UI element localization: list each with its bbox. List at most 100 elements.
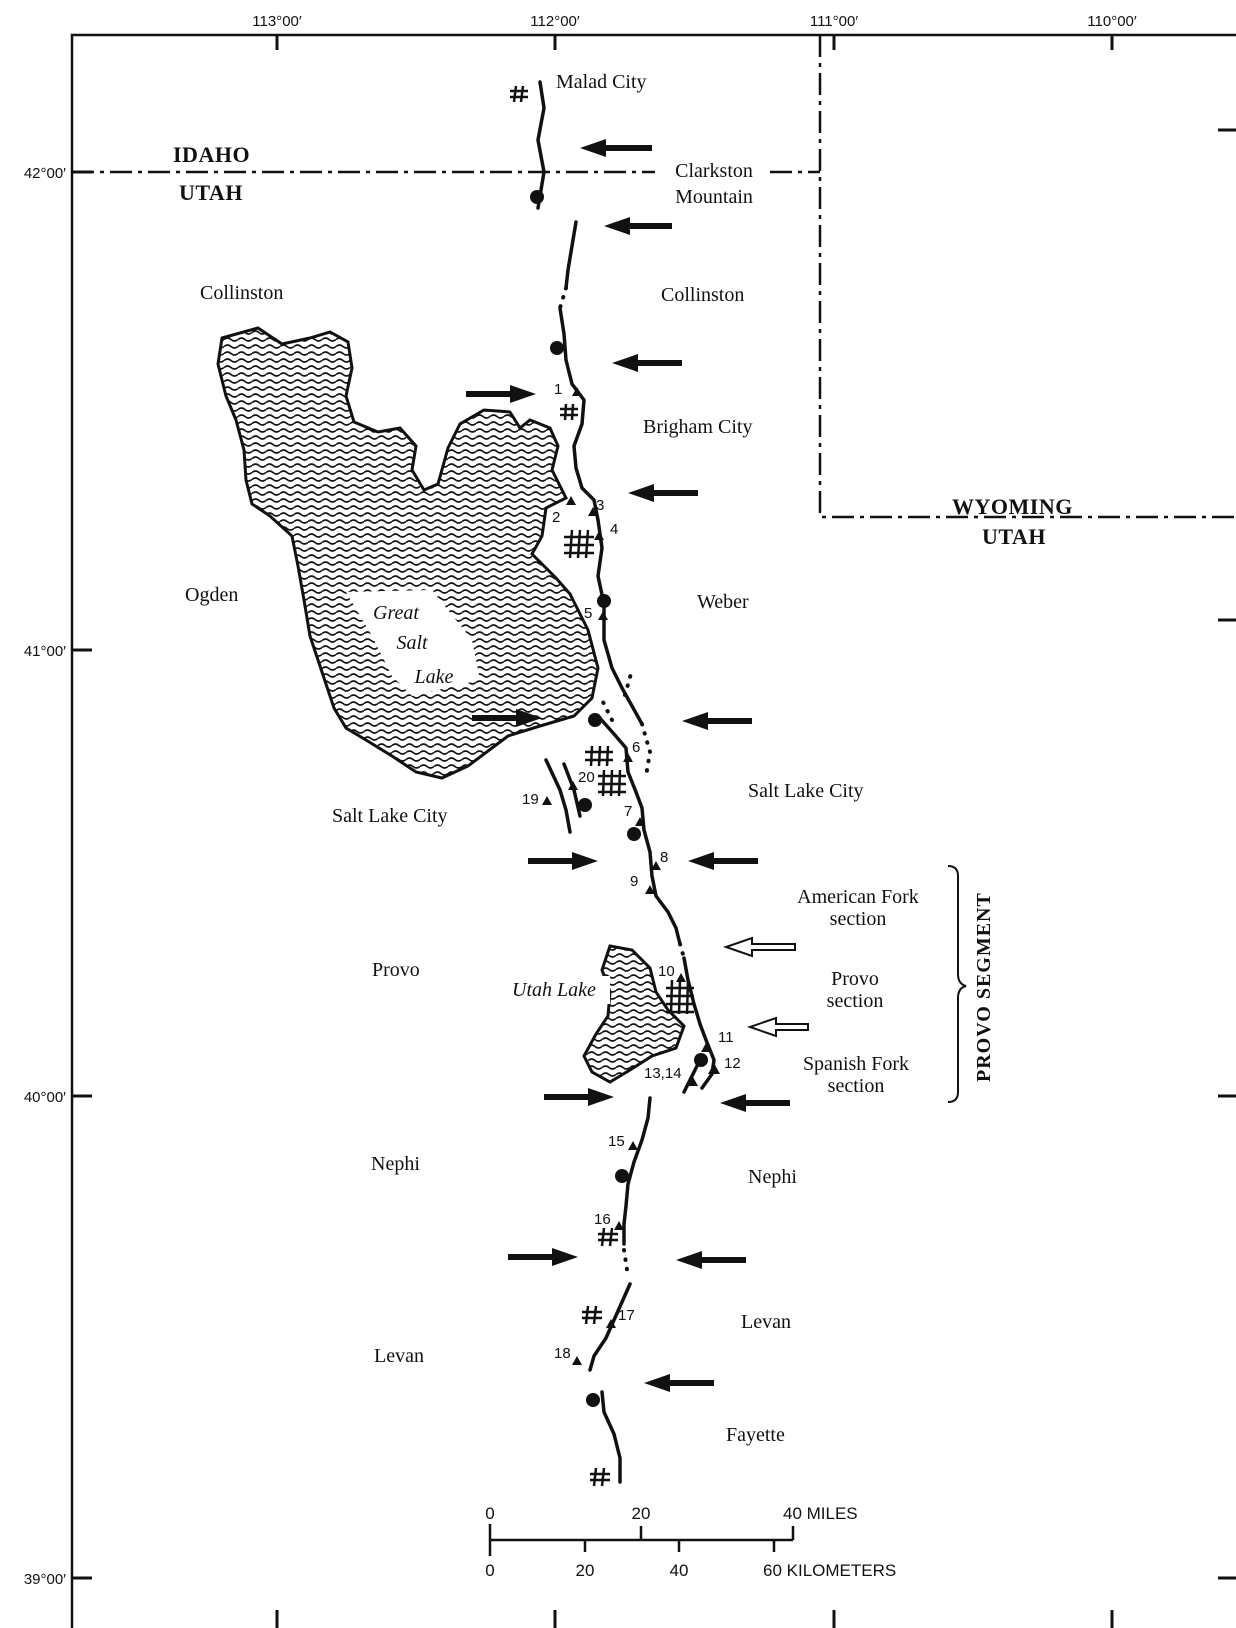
hash-site-1: [560, 403, 578, 421]
east-label-spanish-fork-2: section: [828, 1075, 885, 1097]
arrow-7: [682, 712, 752, 730]
hash-provo: [666, 979, 694, 1015]
arrow-6: [472, 709, 542, 727]
site-triangles: [542, 387, 720, 1365]
site-number-5: 5: [584, 605, 592, 622]
arrow-12: [508, 1248, 578, 1266]
fault-levan: [588, 1282, 632, 1372]
longitude-label-111: 111°00′: [810, 13, 858, 30]
arrow-10: [544, 1088, 614, 1106]
arrow-13: [676, 1251, 746, 1269]
hash-slc-2: [598, 769, 626, 797]
site-number-19: 19: [522, 791, 539, 808]
east-label-brigham-city: Brigham City: [643, 416, 752, 438]
site-number-9: 9: [630, 873, 638, 890]
hash-site-16: [598, 1227, 618, 1247]
west-label-salt-lake-city: Salt Lake City: [332, 805, 448, 827]
arrow-2: [604, 217, 672, 235]
great-salt-lake-label-box: [346, 590, 480, 696]
latitude-label-41: 41°00′: [24, 643, 66, 660]
frame-ticks: [72, 35, 1236, 1628]
site-number-16: 16: [594, 1211, 611, 1228]
section-boundary-arrows: [722, 936, 809, 1038]
scale-km-60: 60 KILOMETERS: [763, 1561, 896, 1580]
east-label-salt-lake-city: Salt Lake City: [748, 780, 864, 802]
hash-malad: [510, 85, 528, 103]
scale-miles-40: 40 MILES: [783, 1504, 858, 1523]
great-salt-lake-label-2: Salt: [396, 632, 428, 654]
arrow-11: [720, 1094, 790, 1112]
arrow-14: [644, 1374, 714, 1392]
scale-miles-20: 20: [632, 1504, 651, 1523]
latitude-label-40: 40°00′: [24, 1089, 66, 1106]
fault-weber-splay: [596, 714, 682, 946]
scale-km-40: 40: [670, 1561, 689, 1580]
fault-west-valley-1: [544, 758, 572, 834]
open-arrow-2: [746, 1016, 809, 1038]
site-number-8: 8: [660, 849, 668, 866]
longitude-label-113: 113°00′: [252, 13, 302, 30]
provo-segment-bracket: [947, 865, 967, 1103]
great-salt-lake-label-1: Great: [373, 602, 419, 624]
site-number-15: 15: [608, 1133, 625, 1150]
site-dots: [530, 190, 708, 1407]
wyoming-utah-border: [818, 35, 1236, 519]
open-arrow-1: [722, 936, 796, 958]
latitude-label-42: 42°00′: [24, 165, 66, 182]
site-number-10: 10: [658, 963, 675, 980]
site-number-3: 3: [596, 497, 604, 514]
fault-nephi: [622, 1096, 652, 1246]
great-salt-lake: [216, 326, 600, 780]
east-label-spanish-fork-1: Spanish Fork: [803, 1053, 909, 1075]
longitude-label-112: 112°00′: [530, 13, 580, 30]
site-number-17: 17: [618, 1307, 635, 1324]
hash-site-17: [582, 1305, 602, 1325]
fault-gap-3: [622, 1248, 630, 1278]
arrow-8: [528, 852, 598, 870]
map-frame: [70, 33, 1236, 1628]
hash-brigham: [564, 529, 594, 559]
east-label-provo-1: Provo: [831, 968, 879, 990]
fault-clarkston: [564, 220, 578, 290]
utah-lake-label-box: [502, 976, 610, 1004]
scale-bar: 0 20 40 MILES 0 20 40 60 KILOMETERS: [485, 1504, 896, 1580]
arrow-3: [612, 354, 682, 372]
utah-label-north: UTAH: [179, 180, 243, 205]
idaho-label: IDAHO: [173, 142, 250, 167]
east-label-levan: Levan: [741, 1311, 791, 1333]
site-number-4: 4: [610, 521, 618, 538]
fault-provo: [682, 956, 716, 1090]
arrow-4: [466, 385, 536, 403]
site-number-13-14: 13,14: [644, 1065, 682, 1082]
hash-fayette: [590, 1467, 610, 1487]
west-label-levan: Levan: [374, 1345, 424, 1367]
arrow-5: [628, 484, 698, 502]
clarkston-label-box: [656, 155, 770, 207]
east-label-clarkston-2: Mountain: [675, 186, 753, 208]
site-number-11: 11: [718, 1029, 734, 1046]
west-label-provo: Provo: [372, 959, 420, 981]
fault-gap-2: [678, 942, 686, 960]
fault-gap-slc: [600, 668, 653, 778]
utah-lake-label: Utah Lake: [512, 979, 596, 1001]
utah-label-east: UTAH: [982, 524, 1046, 549]
arrow-9: [688, 852, 758, 870]
site-number-12: 12: [724, 1055, 741, 1072]
provo-segment-label: PROVO SEGMENT: [973, 892, 995, 1082]
fault-malad: [536, 80, 546, 210]
site-number-18: 18: [554, 1345, 571, 1362]
west-label-nephi: Nephi: [371, 1153, 420, 1175]
fault-gap-1: [558, 286, 568, 310]
east-label-fayette: Fayette: [726, 1424, 785, 1446]
scale-km-20: 20: [576, 1561, 595, 1580]
site-number-7: 7: [624, 803, 632, 820]
east-label-american-fork-2: section: [830, 908, 887, 930]
hash-slc-1: [585, 745, 613, 767]
site-number-6: 6: [632, 739, 640, 756]
hash-symbols: [510, 85, 694, 1487]
east-label-provo-2: section: [827, 990, 884, 1012]
scale-km-0: 0: [485, 1561, 494, 1580]
latitude-label-39: 39°00′: [24, 1571, 66, 1588]
west-label-ogden: Ogden: [185, 584, 238, 606]
